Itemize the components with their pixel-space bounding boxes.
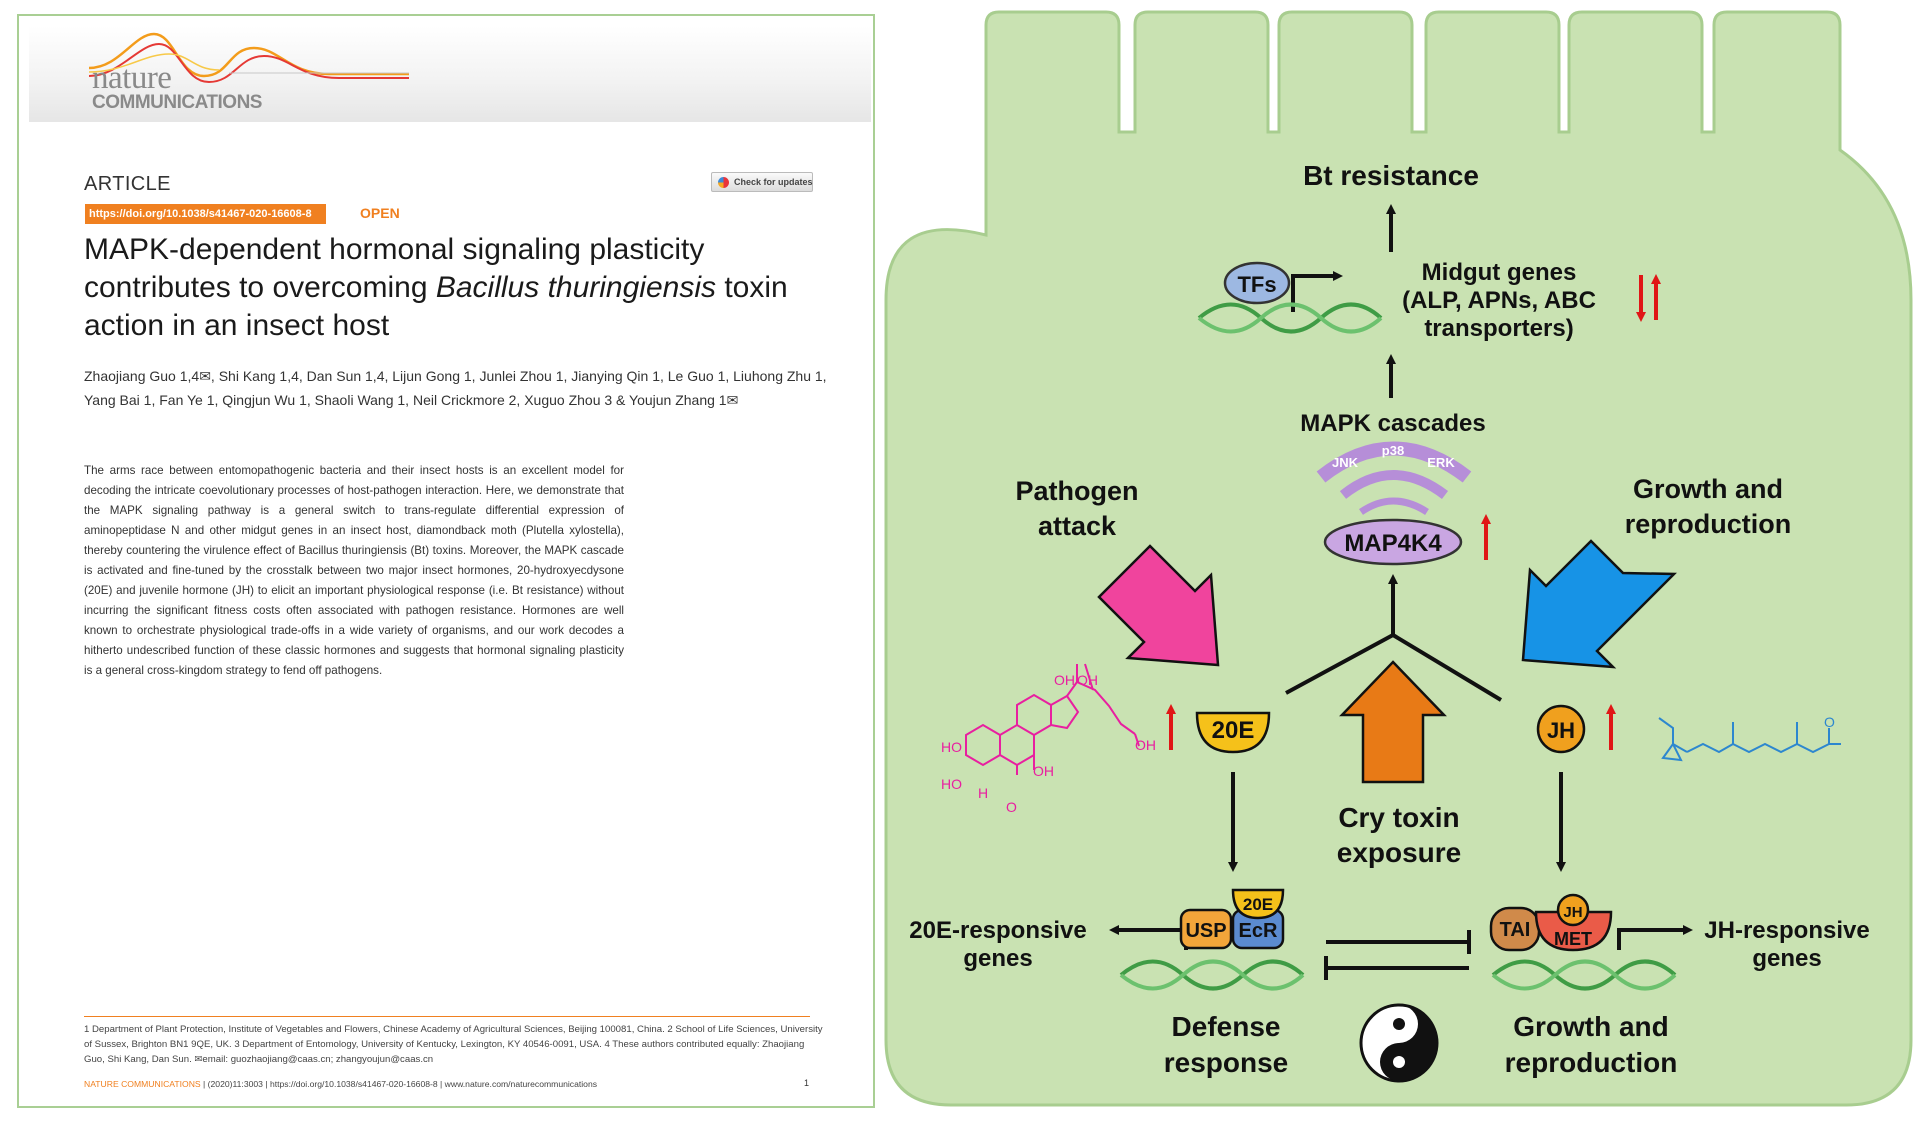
midgut-genes-line3: transporters)	[1424, 315, 1573, 342]
cry-toxin-arrow	[1339, 660, 1447, 784]
brand-communications: COMMUNICATIONS	[92, 92, 262, 113]
pathogen-attack-arrow	[1097, 544, 1220, 667]
mapk-arc-outer	[1316, 441, 1472, 483]
journal-footer: NATURE COMMUNICATIONS | (2020)11:3003 | …	[84, 1079, 597, 1089]
journal-banner: nature COMMUNICATIONS	[29, 26, 871, 122]
chem-o-jh: O	[1824, 714, 1835, 730]
hormone-20e-shape	[1195, 711, 1271, 754]
doi-link[interactable]: https://doi.org/10.1038/s41467-020-16608…	[85, 204, 326, 224]
check-updates-icon	[718, 177, 729, 188]
juvenile-hormone-molecule	[1658, 717, 1841, 762]
jnk-label: JNK	[1332, 455, 1359, 470]
growth-top-line1: Growth and	[1633, 474, 1783, 504]
midgut-genes-line2: (ALP, APNs, ABC	[1402, 287, 1596, 314]
abstract-text: The arms race between entomopathogenic b…	[84, 464, 624, 677]
tai-label: TAI	[1500, 919, 1531, 941]
map4k4-label: MAP4K4	[1344, 530, 1442, 557]
hormone-20e-label: 20E	[1212, 717, 1255, 744]
jh-responsive-line2: genes	[1752, 945, 1821, 972]
dna-helix-right-strand2	[1491, 959, 1677, 991]
article-title: MAPK-dependent hormonal signaling plasti…	[84, 231, 824, 345]
hormone-jh-shape	[1536, 704, 1586, 754]
title-part1: MAPK-dependent hormonal signaling plasti…	[84, 233, 705, 304]
met-receptor	[1534, 910, 1613, 952]
map4k4-ellipse	[1323, 518, 1463, 566]
chem-oh-1: OH	[1054, 672, 1075, 688]
20e-responsive-line1: 20E-responsive	[909, 917, 1086, 944]
footer-citation: | (2020)11:3003 | https://doi.org/10.103…	[203, 1079, 598, 1089]
jh-bound-shape	[1556, 893, 1590, 927]
author-list: Zhaojiang Guo 1,4✉, Shi Kang 1,4, Dan Su…	[84, 368, 827, 408]
dna-helix-right	[1491, 959, 1677, 991]
20e-responsive-line2: genes	[963, 945, 1032, 972]
usp-label: USP	[1185, 920, 1226, 942]
article-type-label: ARTICLE	[84, 173, 171, 195]
ecdysone-molecule	[965, 663, 1140, 775]
hormone-jh-label: JH	[1547, 718, 1575, 743]
mapk-cascades-label: MAPK cascades	[1300, 410, 1485, 437]
ecr-label: EcR	[1239, 920, 1278, 942]
defense-response-line2: response	[1164, 1047, 1289, 1078]
chem-oh-3: OH	[1135, 737, 1156, 753]
title-part2: toxin action in an insect host	[84, 271, 788, 342]
dna-helix-top	[1197, 302, 1383, 334]
paper-page: nature COMMUNICATIONS ARTICLE Check for …	[17, 14, 875, 1108]
growth-top-line2: reproduction	[1625, 509, 1792, 539]
dna-helix-top-strand2	[1197, 302, 1383, 334]
jh-responsive-line1: JH-responsive	[1704, 917, 1869, 944]
affiliations-footnote: 1 Department of Plant Protection, Instit…	[84, 1024, 823, 1065]
page-number: 1	[804, 1078, 810, 1088]
pathogen-attack-line1: Pathogen	[1015, 476, 1138, 506]
tfs-ellipse	[1223, 261, 1291, 305]
yin-yang-icon	[1359, 1003, 1439, 1083]
footer-journal-name: NATURE COMMUNICATIONS	[84, 1079, 201, 1089]
open-access-label: OPEN	[360, 205, 400, 221]
dna-helix-left-strand2	[1119, 959, 1305, 991]
erk-label: ERK	[1427, 455, 1455, 470]
chem-o: O	[1006, 799, 1017, 815]
met-label: MET	[1554, 929, 1592, 949]
tfs-promoter-arrow	[1291, 271, 1343, 312]
growth-bottom-line2: reproduction	[1505, 1047, 1678, 1078]
usp-receptor	[1179, 908, 1233, 950]
chem-oh-4: OH	[1033, 763, 1054, 779]
arrow-to-jh-genes	[1617, 925, 1693, 950]
branch-right	[1391, 633, 1503, 702]
banner-wave-graphic	[88, 32, 409, 84]
mapk-arc-inner	[1359, 497, 1429, 515]
pathway-diagram: Bt resistance TFs Midgut genes (ALP, APN…	[881, 0, 1925, 1122]
cry-toxin-line1: Cry toxin	[1338, 802, 1459, 833]
branch-left	[1285, 633, 1394, 695]
cry-toxin-line2: exposure	[1337, 837, 1462, 868]
pathogen-attack-line2: attack	[1038, 511, 1117, 541]
tfs-label: TFs	[1237, 272, 1276, 297]
midgut-genes-line1: Midgut genes	[1422, 259, 1577, 286]
growth-reproduction-arrow	[1521, 539, 1677, 669]
brand-nature: nature	[92, 60, 172, 96]
chem-ho-2: HO	[941, 776, 962, 792]
check-updates-label: Check for updates	[734, 177, 813, 187]
bt-resistance-label: Bt resistance	[1303, 160, 1479, 191]
dna-helix-left	[1119, 959, 1305, 991]
20e-bound-shape	[1231, 888, 1285, 920]
chem-oh-2: OH	[1077, 672, 1098, 688]
20e-bound-label: 20E	[1243, 895, 1273, 914]
chem-h: H	[978, 785, 988, 801]
p38-label: p38	[1382, 443, 1404, 458]
check-for-updates-button[interactable]: Check for updates	[711, 172, 813, 192]
defense-response-line1: Defense	[1172, 1011, 1281, 1042]
growth-bottom-line1: Growth and	[1513, 1011, 1669, 1042]
ecdysone-labels: OH OH OH OH HO HO H O	[941, 672, 1156, 815]
jh-bound-label: JH	[1563, 904, 1582, 921]
mapk-arc-middle	[1339, 470, 1449, 500]
chem-ho-1: HO	[941, 739, 962, 755]
title-italic: Bacillus thuringiensis	[435, 271, 716, 304]
footnote-divider	[84, 1016, 810, 1017]
